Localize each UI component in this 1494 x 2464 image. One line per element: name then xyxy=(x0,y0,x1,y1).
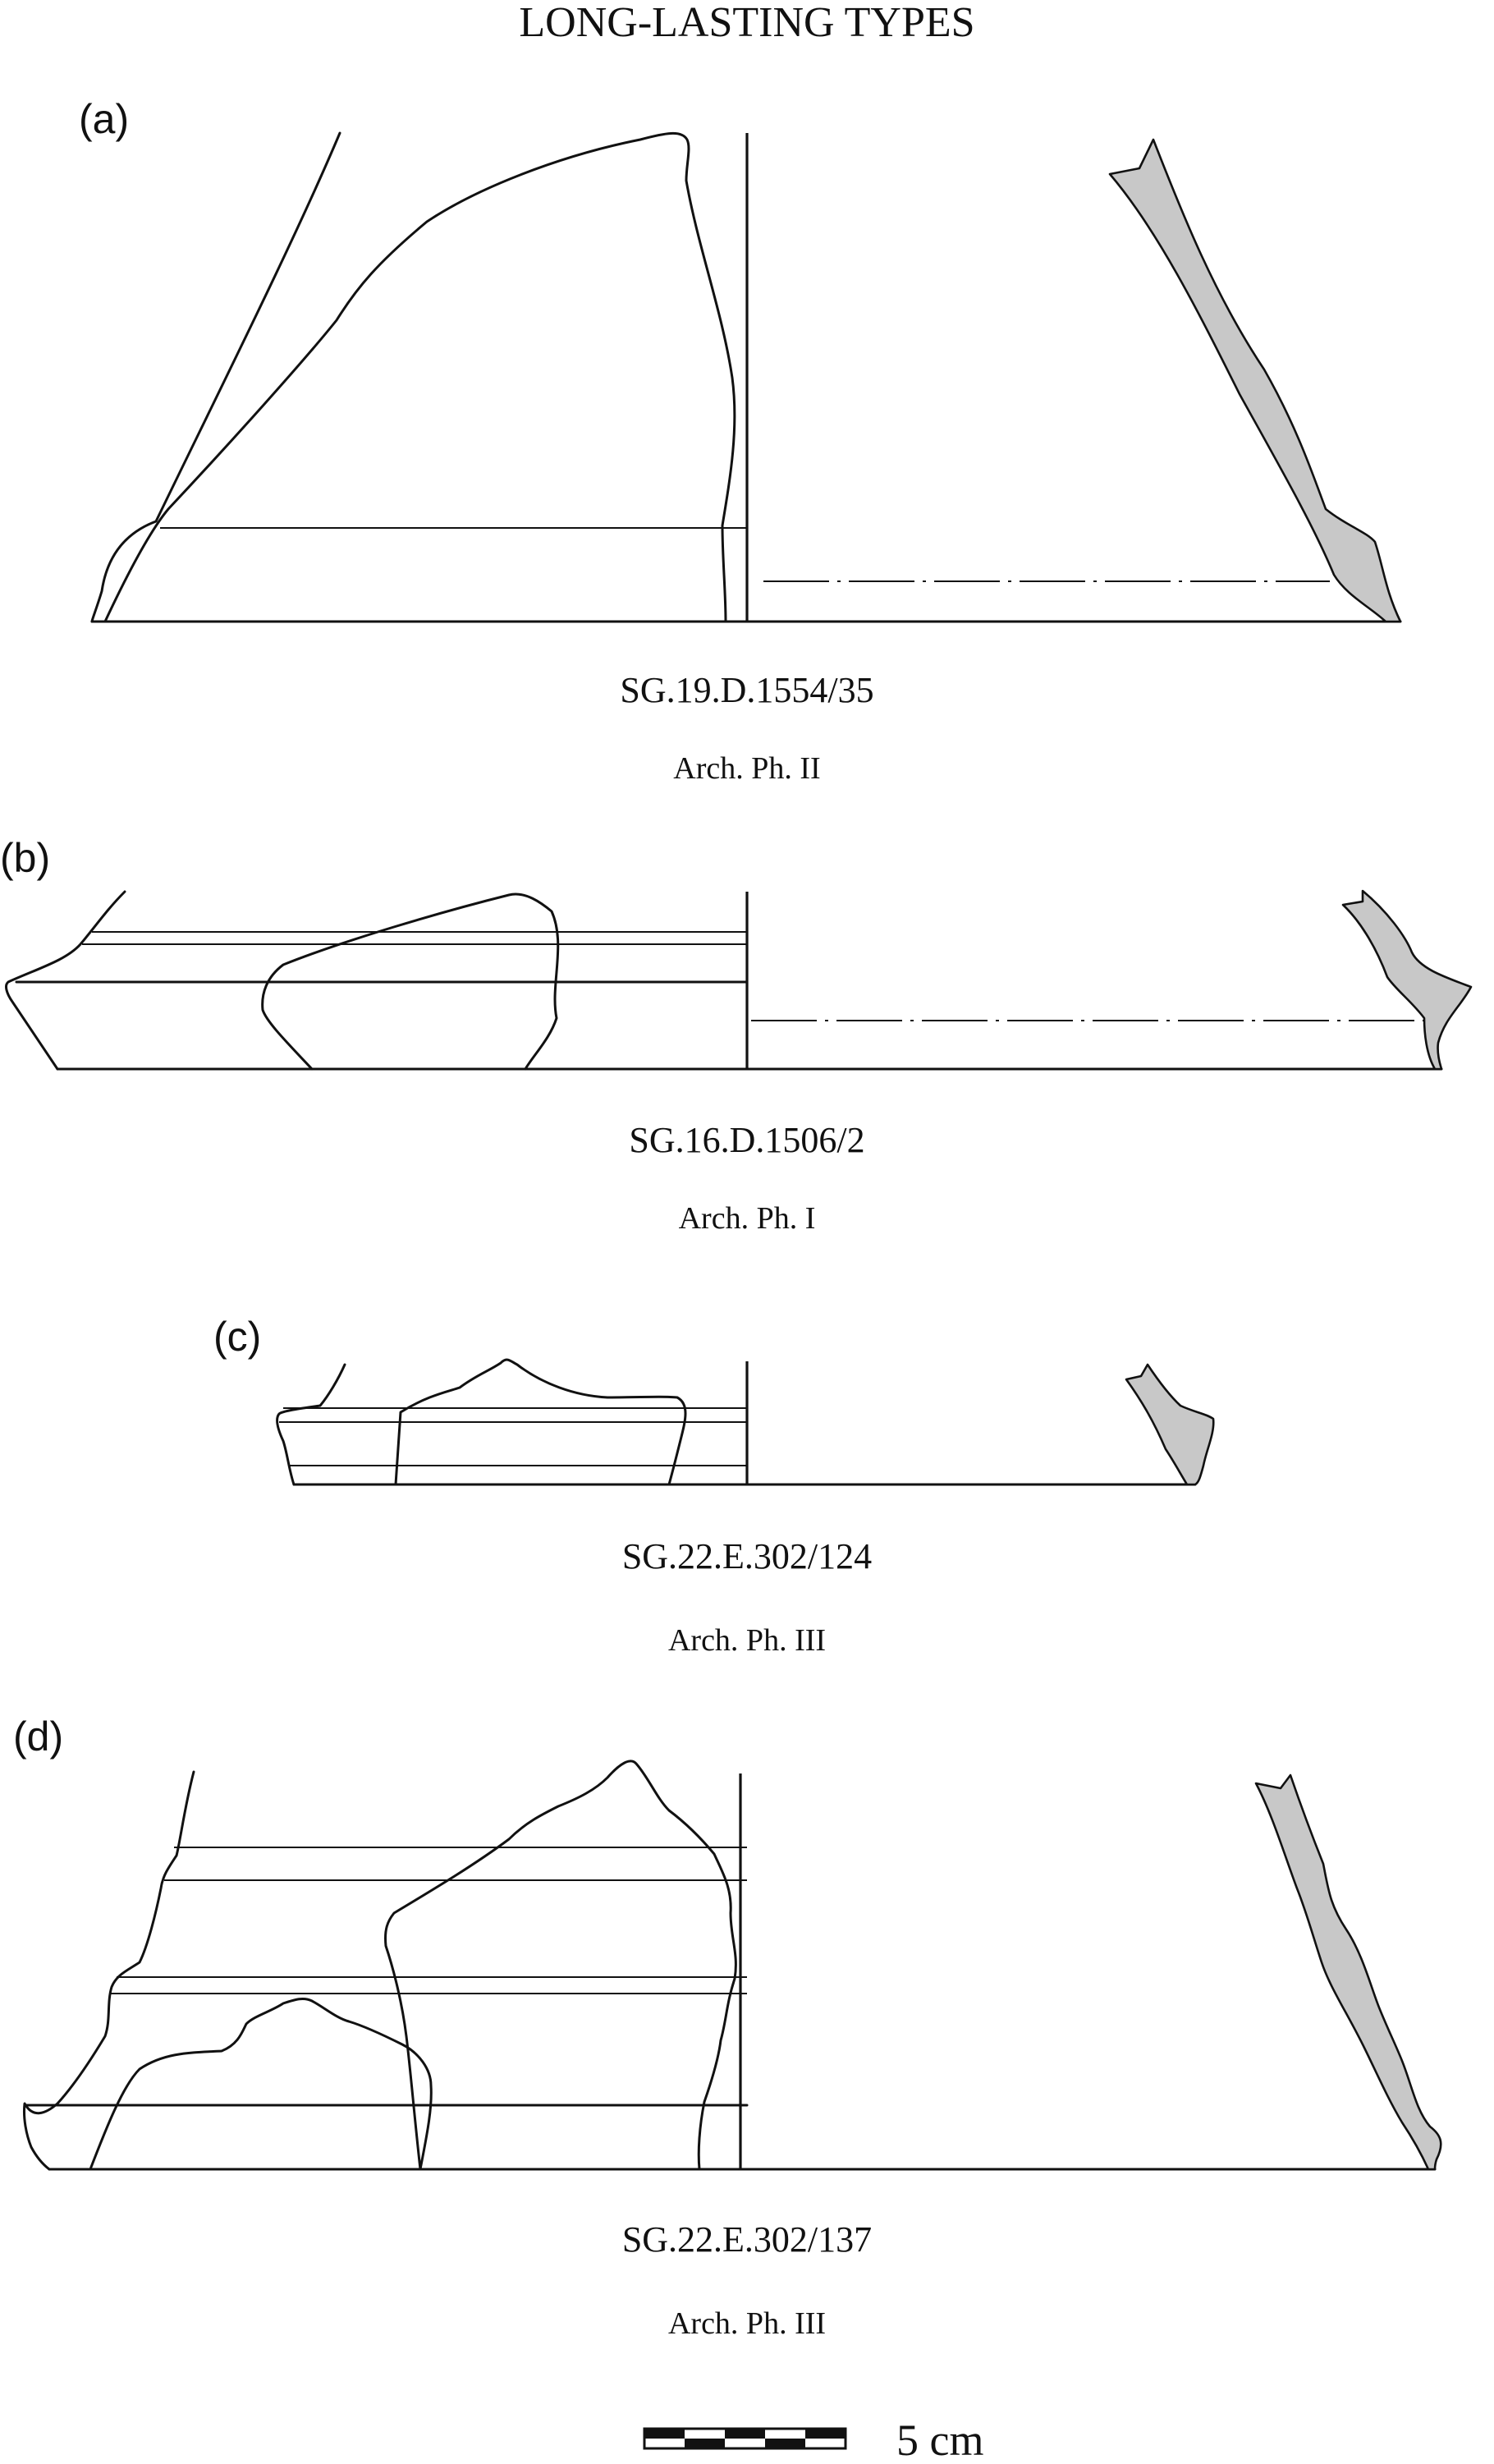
sherd-b-letter: (b) xyxy=(0,835,50,881)
sherd-d-profile-outline xyxy=(23,1770,195,2171)
sherd-b-inventory: SG.16.D.1506/2 xyxy=(629,1120,864,1160)
sherd-d-section xyxy=(1254,1773,1442,2171)
sherd-a-letter: (a) xyxy=(79,96,129,142)
sherd-a-phase: Arch. Ph. II xyxy=(673,751,820,786)
sherd-a-section xyxy=(1108,138,1402,623)
scale-label: 5 cm xyxy=(896,2416,983,2464)
sherd-a-profile-outline xyxy=(90,131,341,623)
sherd-c-drawing: (c) SG.22.E.302/124 Arch. Ph. III xyxy=(213,1314,1215,1658)
sherd-d-inventory: SG.22.E.302/137 xyxy=(622,2219,872,2260)
sherd-b-section xyxy=(1341,889,1473,1071)
sherd-c-letter: (c) xyxy=(213,1314,261,1360)
sherd-d-drawing: (d) SG.22.E.302/137 Arch. Ph. III xyxy=(13,1714,1442,2341)
sherd-d-letter: (d) xyxy=(13,1714,63,1760)
sherd-a-drawing: (a) SG.19.D.1554/35 Arch. Ph. II xyxy=(79,96,1402,786)
scale-segment-4 xyxy=(765,2439,805,2448)
sherd-c-inventory: SG.22.E.302/124 xyxy=(622,1536,872,1576)
sherd-b-profile-outline xyxy=(5,890,126,1071)
plate-title: LONG-LASTING TYPES xyxy=(519,0,974,46)
sherd-a-fragment-outline xyxy=(103,131,736,623)
sherd-d-lower-fragment-outline xyxy=(89,1997,433,2171)
scale-bar: 5 cm xyxy=(643,2416,983,2464)
sherd-d-fragment-outline xyxy=(384,1760,737,2171)
sherd-b-fragment-outline xyxy=(261,892,560,1071)
scale-segment-5 xyxy=(805,2429,846,2439)
sherd-c-fragment-outline xyxy=(394,1358,687,1486)
sherd-a-inventory: SG.19.D.1554/35 xyxy=(620,670,873,710)
sherd-c-section xyxy=(1125,1363,1215,1486)
sherd-d-phase: Arch. Ph. III xyxy=(668,2306,826,2341)
scale-segment-2 xyxy=(685,2439,725,2448)
sherd-b-phase: Arch. Ph. I xyxy=(679,1201,816,1236)
scale-segment-3 xyxy=(725,2429,765,2439)
scale-segment-1 xyxy=(644,2429,685,2439)
sherd-b-drawing: (b) SG.16.D.1506/2 Arch. Ph. I xyxy=(0,835,1473,1236)
sherd-c-phase: Arch. Ph. III xyxy=(668,1623,826,1658)
sherd-c-profile-outline xyxy=(276,1363,346,1486)
